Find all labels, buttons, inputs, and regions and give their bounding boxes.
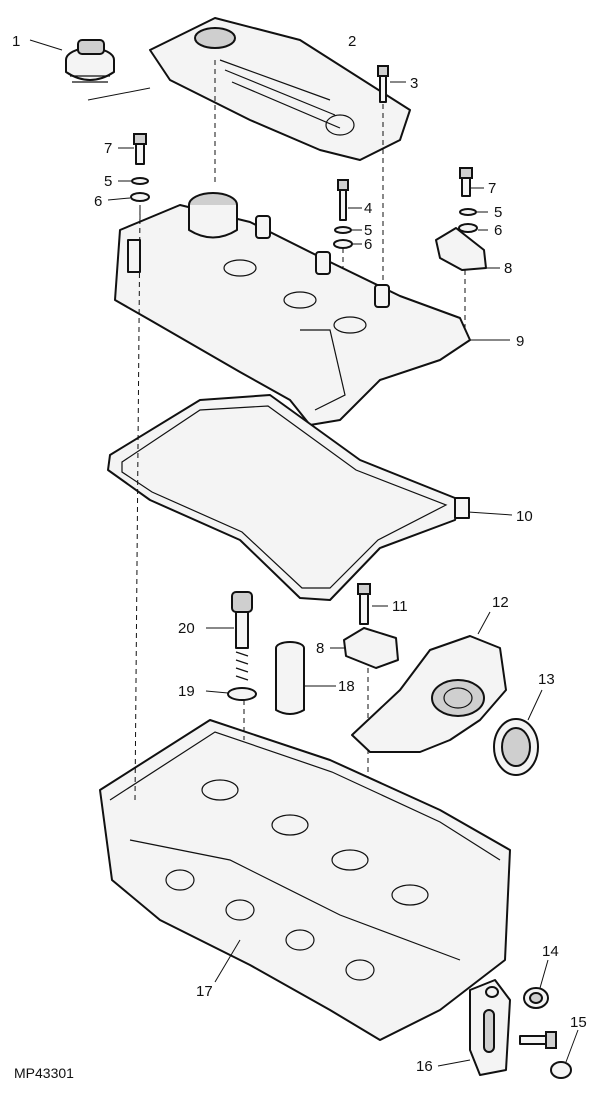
callout-17: 17 xyxy=(196,983,213,1000)
callout-11: 11 xyxy=(392,598,408,615)
callout-7-left: 7 xyxy=(104,140,112,157)
callout-12: 12 xyxy=(492,594,509,611)
callout-3: 3 xyxy=(410,75,418,92)
callout-15: 15 xyxy=(570,1014,587,1031)
seal-ring xyxy=(493,718,539,776)
callout-8-lower: 8 xyxy=(316,640,324,657)
callout-13: 13 xyxy=(538,671,555,688)
callout-10: 10 xyxy=(516,508,533,525)
engine-cover xyxy=(149,17,411,161)
sealing-plug xyxy=(523,987,549,1009)
callout-1: 1 xyxy=(12,33,20,50)
bolt-stack-middle xyxy=(333,179,353,249)
sleeve xyxy=(275,641,305,715)
callout-7-right: 7 xyxy=(488,180,496,197)
oil-filler-cap xyxy=(65,39,115,83)
cover-bolt xyxy=(377,65,389,103)
end-housing xyxy=(351,635,507,753)
callout-8-right: 8 xyxy=(504,260,512,277)
bracket-bolt-small xyxy=(519,1031,572,1079)
callout-9: 9 xyxy=(516,333,524,350)
bracket-bolt xyxy=(343,583,399,669)
bolt-stack-right xyxy=(435,167,487,271)
callout-5-left: 5 xyxy=(104,173,112,190)
cylinder-head xyxy=(99,719,511,1041)
figure-id: MP43301 xyxy=(14,1065,74,1081)
callout-2: 2 xyxy=(348,33,356,50)
valve-cover-gasket xyxy=(107,394,470,601)
valve-cover xyxy=(114,192,471,426)
lifting-bracket xyxy=(469,979,511,1076)
callout-6-middle: 6 xyxy=(364,236,372,253)
callout-5-right: 5 xyxy=(494,204,502,221)
callout-20: 20 xyxy=(178,620,195,637)
callout-6-right: 6 xyxy=(494,222,502,239)
callout-18: 18 xyxy=(338,678,355,695)
callout-6-left: 6 xyxy=(94,193,102,210)
callout-14: 14 xyxy=(542,943,559,960)
bolt-stack-left xyxy=(130,133,150,202)
callout-5-middle: 5 xyxy=(364,222,372,239)
callout-16: 16 xyxy=(416,1058,433,1075)
callout-4: 4 xyxy=(364,200,372,217)
callout-19: 19 xyxy=(178,683,195,700)
head-bolt xyxy=(231,591,253,681)
head-bolt-washer xyxy=(227,687,257,701)
